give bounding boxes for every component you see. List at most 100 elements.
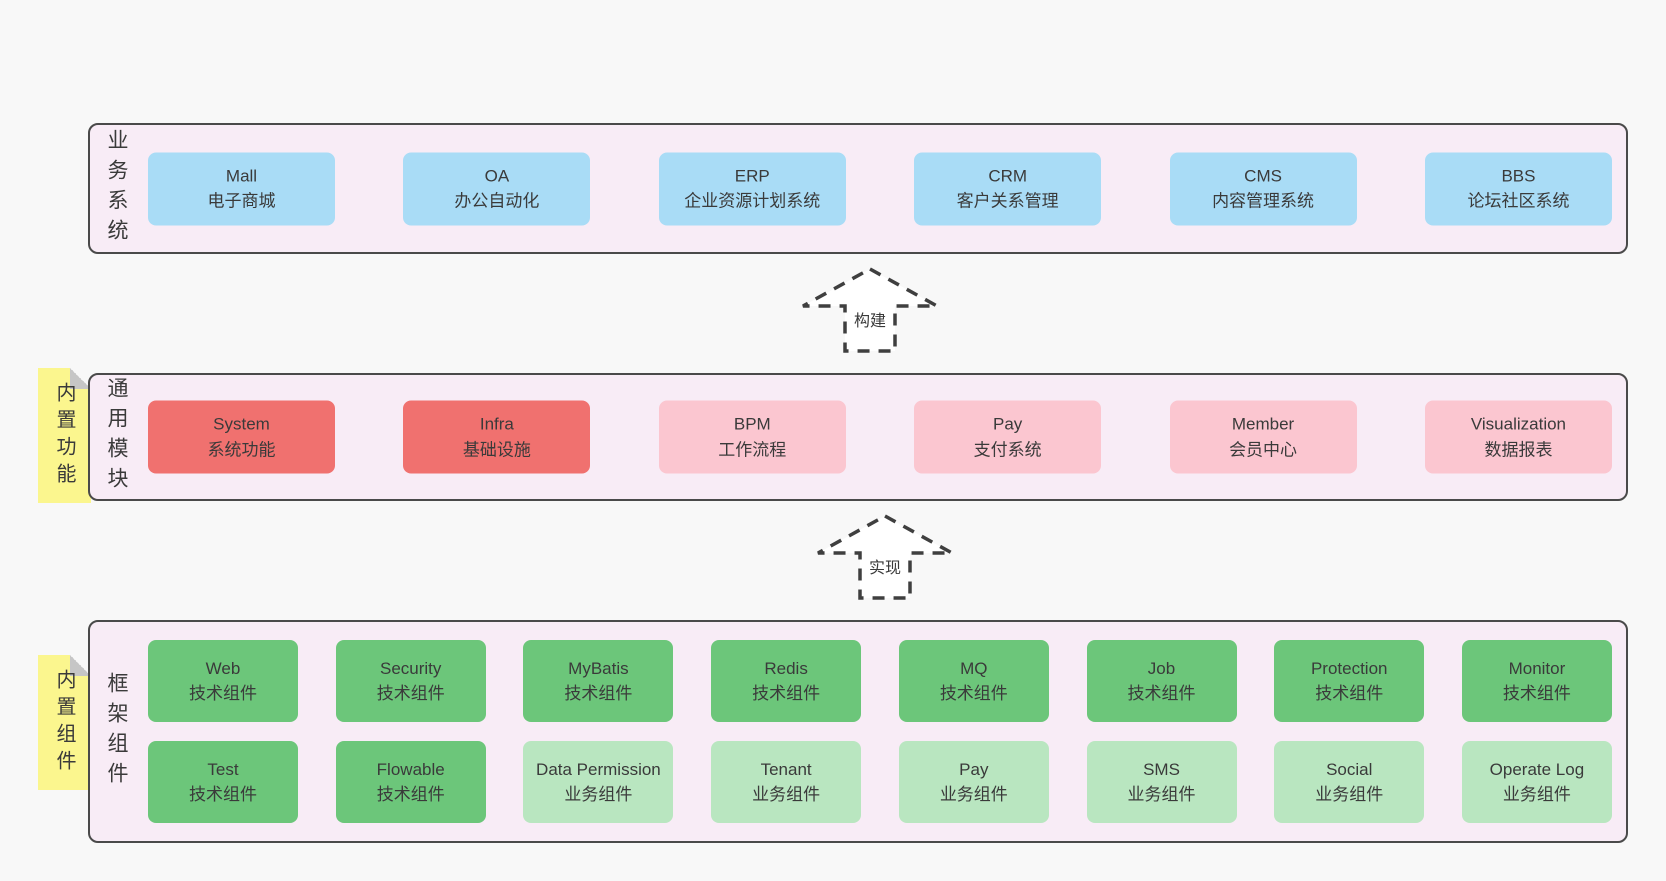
box-row: Mall 电子商城 OA 办公自动化 ERP 企业资源计划系统 CRM 客户关系… [148, 152, 1612, 225]
box-social: Social 业务组件 [1274, 741, 1425, 823]
box-subtitle: 技术组件 [189, 785, 257, 804]
box-title: Security [379, 658, 442, 678]
box-title: Member [1231, 414, 1295, 434]
box-flowable: Flowable 技术组件 [335, 741, 486, 823]
box-row: System 系统功能 Infra 基础设施 BPM 工作流程 Pay 支付系统… [148, 400, 1612, 474]
box-pay-module: Pay 支付系统 [914, 400, 1102, 474]
box-title: BBS [1501, 166, 1536, 185]
box-title: Monitor [1508, 658, 1566, 678]
box-bpm: BPM 工作流程 [658, 400, 846, 474]
box-protection: Protection 技术组件 [1274, 640, 1425, 722]
box-subtitle: 业务组件 [939, 785, 1008, 804]
box-title: Redis [764, 658, 808, 678]
box-subtitle: 内容管理系统 [1212, 191, 1315, 211]
business-systems-panel: 业务系统 Mall 电子商城 OA 办公自动化 ERP 企业资源计划系统 CRM… [88, 123, 1628, 254]
box-sms: SMS 业务组件 [1086, 741, 1237, 823]
panel-label: 框架组件 [105, 671, 128, 792]
sticky-tag-label: 内置功能 [53, 381, 75, 490]
box-subtitle: 工作流程 [718, 440, 787, 459]
build-arrow: 构建 [800, 266, 940, 354]
panel-label: 业务系统 [105, 128, 128, 249]
box-title: Protection [1310, 658, 1388, 678]
box-subtitle: 技术组件 [376, 684, 445, 703]
box-rows: Web 技术组件 Security 技术组件 MyBatis 技术组件 Redi… [148, 640, 1612, 823]
box-subtitle: 客户关系管理 [956, 191, 1059, 211]
box-web: Web 技术组件 [148, 640, 298, 722]
box-title: Visualization [1470, 414, 1567, 434]
box-subtitle: 基础设施 [462, 440, 531, 459]
sticky-tag-builtin-features: 内置功能 [38, 368, 91, 503]
box-subtitle: 技术组件 [189, 684, 257, 703]
box-oa: OA 办公自动化 [403, 152, 591, 225]
box-title: MyBatis [568, 658, 629, 678]
box-crm: CRM 客户关系管理 [914, 152, 1102, 225]
folded-corner-icon [70, 368, 91, 389]
box-title: CMS [1244, 166, 1282, 185]
box-subtitle: 技术组件 [939, 684, 1008, 703]
box-title: CRM [988, 166, 1028, 185]
box-title: Pay [959, 759, 989, 779]
box-test: Test 技术组件 [148, 741, 298, 823]
box-monitor: Monitor 技术组件 [1461, 640, 1612, 722]
box-subtitle: 论坛社区系统 [1467, 191, 1570, 211]
box-system: System 系统功能 [148, 400, 335, 474]
box-title: Data Permission [536, 759, 661, 779]
box-data-permission: Data Permission 业务组件 [523, 741, 674, 823]
box-member: Member 会员中心 [1169, 400, 1357, 474]
implement-arrow-label: 实现 [865, 554, 905, 578]
box-subtitle: 技术组件 [564, 684, 633, 703]
box-bbs: BBS 论坛社区系统 [1424, 152, 1612, 225]
box-subtitle: 技术组件 [1502, 684, 1571, 703]
box-row: Test 技术组件 Flowable 技术组件 Data Permission … [148, 741, 1612, 823]
box-subtitle: 办公自动化 [454, 191, 540, 211]
box-cms: CMS 内容管理系统 [1169, 152, 1357, 225]
box-title: Web [205, 658, 241, 678]
box-subtitle: 业务组件 [752, 785, 821, 804]
box-title: Pay [993, 414, 1023, 434]
box-title: Mall [225, 166, 258, 185]
box-mq: MQ 技术组件 [898, 640, 1049, 722]
common-modules-panel: 通用模块 System 系统功能 Infra 基础设施 BPM 工作流程 Pay… [88, 373, 1628, 501]
box-subtitle: 会员中心 [1229, 440, 1298, 459]
box-infra: Infra 基础设施 [403, 400, 591, 474]
sticky-tag-builtin-components: 内置组件 [38, 655, 91, 790]
box-title: Operate Log [1489, 759, 1585, 779]
box-subtitle: 系统功能 [207, 440, 276, 459]
box-title: ERP [734, 166, 770, 185]
box-job: Job 技术组件 [1086, 640, 1237, 722]
box-title: Test [207, 759, 239, 779]
sticky-tag-label: 内置组件 [53, 668, 75, 777]
box-pay-component: Pay 业务组件 [898, 741, 1049, 823]
panel-label: 通用模块 [105, 377, 128, 497]
box-subtitle: 数据报表 [1484, 440, 1553, 459]
box-visualization: Visualization 数据报表 [1424, 400, 1612, 474]
box-mall: Mall 电子商城 [148, 152, 335, 225]
box-subtitle: 业务组件 [1315, 785, 1384, 804]
box-title: MQ [960, 658, 988, 678]
box-subtitle: 业务组件 [1502, 785, 1571, 804]
box-subtitle: 支付系统 [973, 440, 1042, 459]
box-title: SMS [1143, 759, 1180, 779]
implement-arrow: 实现 [815, 513, 955, 601]
box-subtitle: 业务组件 [564, 785, 633, 804]
box-subtitle: 技术组件 [376, 785, 445, 804]
box-title: BPM [733, 414, 771, 434]
box-title: Infra [479, 414, 514, 434]
box-subtitle: 企业资源计划系统 [684, 191, 821, 211]
box-title: Job [1147, 658, 1176, 678]
box-tenant: Tenant 业务组件 [711, 741, 862, 823]
box-security: Security 技术组件 [335, 640, 486, 722]
box-title: OA [484, 166, 510, 185]
box-operate-log: Operate Log 业务组件 [1461, 741, 1612, 823]
box-subtitle: 技术组件 [1315, 684, 1384, 703]
build-arrow-label: 构建 [850, 307, 890, 331]
box-subtitle: 技术组件 [752, 684, 821, 703]
box-title: Social [1326, 759, 1373, 779]
box-mybatis: MyBatis 技术组件 [523, 640, 674, 722]
box-title: Tenant [760, 759, 812, 779]
box-row: Web 技术组件 Security 技术组件 MyBatis 技术组件 Redi… [148, 640, 1612, 722]
folded-corner-icon [70, 655, 91, 676]
framework-components-panel: 框架组件 Web 技术组件 Security 技术组件 MyBatis 技术组件… [88, 620, 1628, 843]
box-subtitle: 技术组件 [1127, 684, 1196, 703]
